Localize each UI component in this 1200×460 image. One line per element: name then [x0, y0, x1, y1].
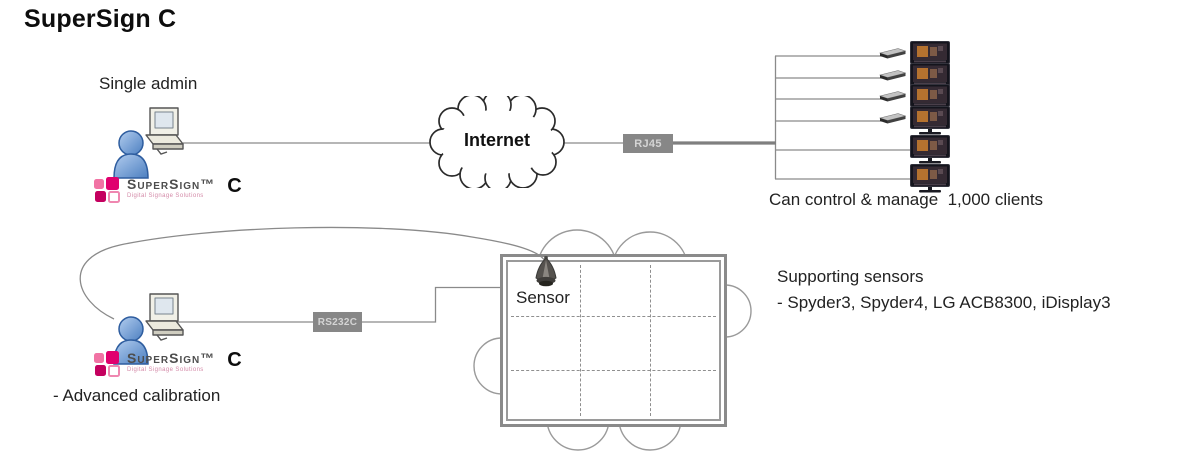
client-display-icon [910, 135, 950, 165]
internet-cloud-icon [429, 96, 565, 188]
media-player-icon [879, 112, 906, 124]
single-admin-label: Single admin [99, 74, 198, 93]
videowall-grid-line [580, 265, 581, 416]
rj45-label-box: RJ45 [623, 134, 673, 153]
sensor-label: Sensor [516, 288, 570, 307]
videowall-grid-line [511, 316, 716, 317]
logo-brand-text: SuperSign™ [127, 350, 216, 366]
page-title: SuperSign C [24, 5, 177, 33]
internet-label: Internet [463, 130, 530, 150]
client-display-icon [910, 164, 950, 194]
media-player-icon [879, 47, 906, 59]
advanced-calibration-note: - Advanced calibration [53, 386, 221, 405]
logo-brand-text: SuperSign™ [127, 176, 216, 192]
media-player-icon [879, 90, 906, 102]
supporting-sensors-line1: Supporting sensors [777, 267, 924, 286]
rs232c-label-box: RS232C [313, 312, 362, 332]
supersign-logo-icon [94, 177, 121, 204]
videowall-grid-line [511, 370, 716, 371]
supporting-sensors-text: Supporting sensors - Spyder3, Spyder4, L… [777, 264, 1111, 316]
admin-computer-icon [110, 104, 186, 180]
media-player-icon [879, 69, 906, 81]
logo-product-letter: C [227, 349, 242, 371]
supersign-logo-icon [94, 351, 121, 378]
videowall-grid-line [650, 265, 651, 416]
clients-caption: Can control & manage 1,000 clients [769, 190, 1044, 209]
client-display-icon [910, 106, 950, 136]
sensor-icon [533, 256, 559, 288]
supersign-logo: SuperSign™ Digital Signage Solutions C [94, 175, 242, 204]
logo-tagline: Digital Signage Solutions [127, 367, 204, 373]
logo-tagline: Digital Signage Solutions [127, 193, 204, 199]
supersign-logo: SuperSign™ Digital Signage Solutions C [94, 349, 242, 378]
supporting-sensors-line2: - Spyder3, Spyder4, LG ACB8300, iDisplay… [777, 293, 1111, 312]
logo-product-letter: C [227, 175, 242, 197]
